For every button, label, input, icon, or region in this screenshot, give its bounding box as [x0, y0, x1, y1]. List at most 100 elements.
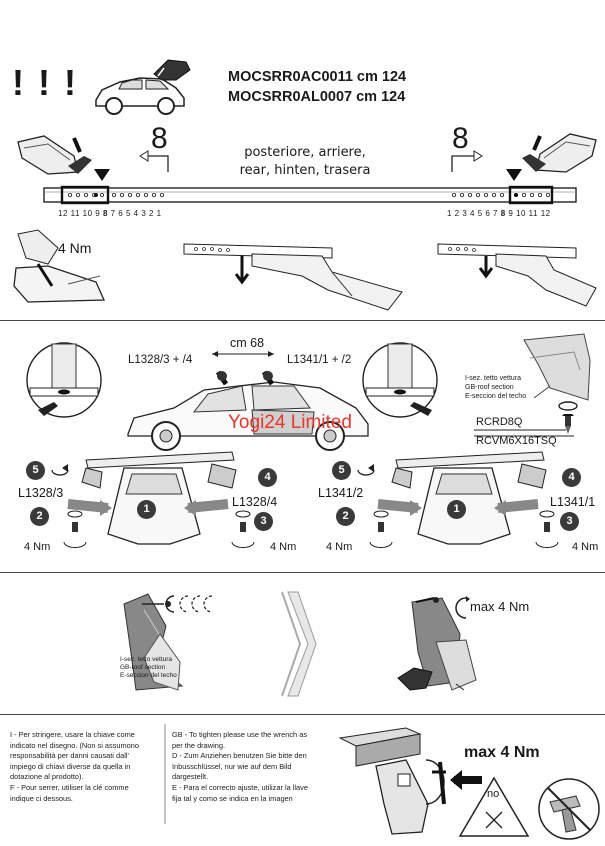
left-scale-bold: 8: [102, 209, 108, 218]
right-scale-prefix: 1 2 3 4 5 6 7: [447, 209, 501, 218]
instruction-line: per the drawing.: [172, 740, 225, 750]
left-detail-circle: [26, 342, 102, 418]
left-step-arrow: [139, 150, 169, 172]
right-scale-suffix: 9 10 11 12: [505, 209, 551, 218]
instructions-col1: I - Per stringere, usare la chiave come …: [10, 730, 160, 804]
instruction-line: D - Zum Anziehen benutzen Sie bitte den: [172, 751, 307, 761]
instructions-col2: GB - To tighten please use the wrench as…: [172, 730, 332, 804]
spacing-dimension: [212, 351, 274, 357]
assembly-right-step-4: 4: [562, 468, 581, 487]
assembly-right-label-b: L1341/1: [550, 495, 596, 509]
section-divider-1: [0, 320, 605, 321]
assembly-right-rotate-icon: [357, 464, 375, 476]
right-scale-bold: 8: [500, 209, 506, 218]
instruction-line: dargestellt.: [172, 772, 209, 782]
clamp-roof-label-1: I-sez. tetto vettura: [120, 656, 173, 663]
section-next-arrow: [281, 591, 317, 697]
roof-bar-profile: [43, 185, 577, 205]
instruction-line: fija tal y como se indica en la imagen: [172, 793, 293, 803]
roof-section-label-3: E-seccion del techo: [465, 393, 527, 400]
assembly-right-torque-left: 4 Nm: [326, 541, 353, 553]
assembly-right-washer-right: [535, 510, 559, 548]
assembly-left-torque-left: 4 Nm: [24, 541, 51, 553]
car-side-illustration: [127, 370, 369, 451]
right-position-marker: [506, 169, 522, 181]
part-code-rcvm6x16tsq: RCVM6X16TSQ: [476, 435, 557, 447]
no-power-drill-icon: [538, 778, 600, 840]
instruction-line: indique ci dessous.: [10, 793, 73, 803]
clamp-hand-icon: [397, 667, 433, 691]
assembly-right-step-1: 1: [447, 500, 466, 519]
bar-foot-wrench-illustration: [338, 727, 482, 835]
model-code-1: MOCSRR0AC0011 cm 124: [228, 69, 407, 85]
assembly-left-step-4: 4: [258, 468, 277, 487]
bar-foot-detail-left: [183, 243, 403, 311]
roof-section-label-1: I-sez. tetto vettura: [465, 375, 522, 382]
assembly-left-torque-right: 4 Nm: [270, 541, 297, 553]
clamp-roof-section-left: [143, 633, 181, 691]
assembly-left-washer-right: [231, 510, 255, 548]
roof-section-label-2: GB-roof section: [465, 384, 514, 391]
bar-foot-detail-right: [437, 243, 597, 307]
right-hole-scale: 1 2 3 4 5 6 7 8 9 10 11 12: [447, 209, 551, 218]
assembly-right-step-3: 3: [560, 512, 579, 531]
warning-marks: ! ! !: [12, 62, 78, 103]
left-position-marker: [94, 169, 110, 181]
assembly-left-washer-left: [63, 510, 87, 548]
model-code-2: MOCSRR0AL0007 cm 124: [228, 89, 406, 105]
instruction-line: dotazione al prodotto).: [10, 772, 84, 782]
clamp-mounted-illustration: [411, 597, 477, 691]
wrench-hand-illustration: [13, 229, 105, 303]
assembly-left-step-5: 5: [26, 461, 45, 480]
part-code-rcrd8q: RCRD8Q: [476, 416, 523, 428]
clamp-max-torque: max 4 Nm: [470, 599, 530, 614]
instruction-line: E - Para el correcto ajuste, utilizar la…: [172, 782, 308, 792]
assembly-left-label-b: L1328/4: [232, 495, 278, 509]
direction-text-2: rear, hinten, trasera: [239, 163, 371, 178]
right-foot-part-label: L1341/1 + /2: [287, 354, 352, 366]
wrench-max-torque: max 4 Nm: [464, 744, 540, 761]
instruction-line: indicato nel disegno. (Non si assumono: [10, 740, 140, 750]
part-code-underline: [474, 429, 574, 437]
assembly-left-step-2: 2: [30, 507, 49, 526]
assembly-right-label-a: L1341/2: [318, 486, 364, 500]
torque-label: 4 Nm: [58, 240, 92, 256]
assembly-left-rotate-icon: [51, 464, 69, 476]
assembly-right-illustration: [377, 451, 547, 545]
right-foot-illustration: [522, 133, 597, 173]
right-step-arrow: [451, 150, 483, 172]
right-step-number: 8: [452, 122, 469, 155]
watermark-text: Yogi24 Limited: [228, 412, 352, 433]
assembly-right-step-2: 2: [336, 507, 355, 526]
clamp-rotate-icon: [455, 596, 470, 619]
instruction-line: I - Per stringere, usare la chiave come: [10, 730, 135, 739]
instruction-line: responsabilità per danni causati dall': [10, 751, 129, 761]
no-wrench-warning-icon: [458, 776, 530, 837]
no-wrench-label: no: [487, 788, 500, 800]
assembly-left-label-a: L1328/3: [18, 486, 64, 500]
left-scale-suffix: 7 6 5 4 3 2 1: [107, 209, 162, 218]
instruction-line: impiego di chiavi diverse da quella in: [10, 761, 131, 771]
spacing-label: cm 68: [230, 336, 265, 350]
left-step-number: 8: [151, 122, 168, 155]
section-divider-2: [0, 572, 605, 573]
assembly-right-step-5: 5: [332, 461, 351, 480]
screw-washer-icon: [558, 401, 578, 434]
direction-text-1: posteriore, arriere,: [244, 145, 366, 160]
clamp-roof-label-3: E-seccion del techo: [120, 672, 177, 679]
left-scale-prefix: 12 11 10 9: [58, 209, 103, 218]
section-divider-3: [0, 714, 605, 715]
left-foot-part-label: L1328/3 + /4: [128, 354, 193, 366]
instruction-line: GB - To tighten please use the wrench as: [172, 730, 308, 739]
roof-section-illustration: [523, 333, 591, 401]
assembly-right-torque-right: 4 Nm: [572, 541, 599, 553]
left-foot-illustration: [17, 135, 92, 175]
clamp-roof-label-2: GB-roof section: [120, 664, 166, 671]
assembly-right-washer-left: [369, 510, 393, 548]
right-detail-circle: [362, 342, 438, 418]
assembly-left-step-1: 1: [137, 500, 156, 519]
assembly-left-step-3: 3: [254, 512, 273, 531]
text-column-divider: [164, 724, 166, 824]
car-hand-icon: [95, 59, 191, 115]
instruction-line: Inbusschlüssel, nur wie auf dem Bild: [172, 761, 292, 771]
